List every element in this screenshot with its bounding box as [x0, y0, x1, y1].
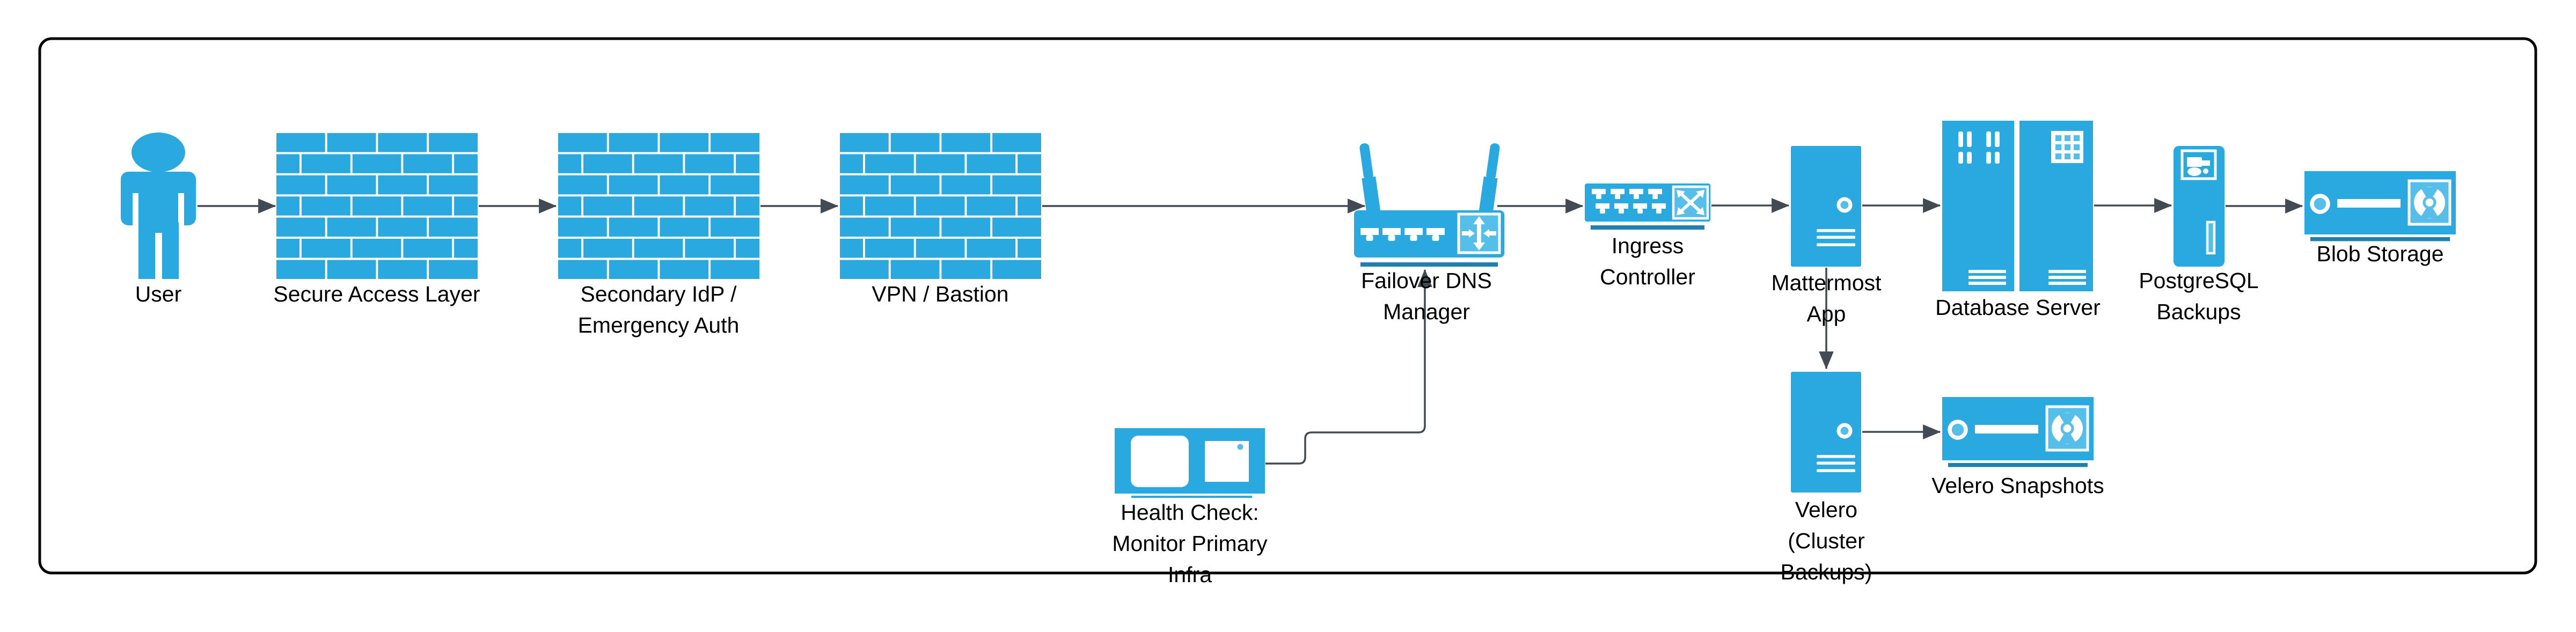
pg-backups-label-line1: PostgreSQL	[2139, 268, 2258, 293]
rack-bottom-lines	[1968, 270, 2086, 285]
edge-health-check-failover-dns	[1265, 269, 1432, 465]
velero-label-line2: (Cluster	[1788, 528, 1865, 553]
person-icon	[121, 133, 196, 279]
ingress-label-line2: Controller	[1600, 264, 1695, 289]
velero-label-line1: Velero	[1795, 497, 1857, 522]
secondary-idp-node: Secondary IdP / Emergency Auth	[558, 133, 759, 337]
tape-storage-icon	[1942, 397, 2094, 467]
server-tower-icon	[1791, 146, 1861, 267]
router-antenna-right	[1478, 143, 1500, 217]
failover-dns-label-line1: Failover DNS	[1361, 268, 1492, 293]
server-rack-icon	[1942, 121, 2093, 291]
vpn-bastion-node: VPN / Bastion	[840, 133, 1041, 306]
edges	[197, 198, 2303, 465]
routing-symbol-icon	[1457, 212, 1501, 254]
diagram-border	[38, 37, 2537, 575]
mattermost-node: Mattermost App	[1771, 146, 1882, 326]
secure-access-node: Secure Access Layer	[273, 133, 480, 306]
velero-node: Velero (Cluster Backups)	[1781, 372, 1872, 584]
switching-symbol-icon	[1672, 185, 1709, 220]
router-antenna-left	[1359, 143, 1381, 217]
router-base-bar	[1360, 262, 1498, 267]
secure-access-label: Secure Access Layer	[273, 282, 480, 306]
health-check-label-line3: Infra	[1168, 562, 1212, 587]
switch-ports	[1592, 189, 1666, 214]
database-node: Database Server	[1935, 121, 2101, 320]
firewall-icon	[558, 133, 759, 279]
network-switch-icon	[1585, 183, 1710, 230]
health-check-node: Health Check: Monitor Primary Infra	[1112, 428, 1268, 587]
pg-backups-node: PostgreSQL Backups	[2139, 146, 2259, 324]
monitor-base-bar	[1131, 496, 1252, 498]
router-ports	[1360, 228, 1445, 241]
mattermost-label-line1: Mattermost	[1771, 270, 1882, 295]
velero-snapshots-node: Velero Snapshots	[1931, 397, 2104, 498]
blob-storage-label: Blob Storage	[2316, 241, 2443, 266]
database-label: Database Server	[1935, 295, 2101, 320]
firewall-icon	[276, 133, 478, 279]
tape-storage-icon	[2304, 171, 2456, 241]
backup-server-icon	[2174, 146, 2224, 267]
failover-dns-label-line2: Manager	[1383, 299, 1470, 324]
rack-grid-panel	[2051, 131, 2083, 163]
health-check-label-line2: Monitor Primary	[1112, 531, 1268, 556]
server-tower-icon	[1791, 372, 1861, 493]
firewall-icon	[840, 133, 1041, 279]
blob-storage-node: Blob Storage	[2304, 171, 2456, 266]
mattermost-label-line2: App	[1807, 302, 1846, 326]
monitor-icon	[1115, 428, 1265, 498]
velero-snapshots-label: Velero Snapshots	[1931, 473, 2104, 498]
wireless-router-icon	[1354, 143, 1504, 267]
health-check-label-line1: Health Check:	[1121, 500, 1259, 525]
user-node: User	[121, 133, 196, 306]
switch-base-bar	[1591, 225, 1704, 230]
ingress-node: Ingress Controller	[1585, 183, 1710, 289]
failover-dns-node: Failover DNS Manager	[1354, 143, 1504, 324]
user-label: User	[135, 282, 182, 306]
ingress-label-line1: Ingress	[1612, 233, 1684, 258]
secondary-idp-label-line2: Emergency Auth	[578, 313, 740, 337]
vpn-bastion-label: VPN / Bastion	[872, 282, 1008, 306]
rack-vents	[1958, 131, 2000, 164]
pg-backups-label-line2: Backups	[2156, 299, 2241, 324]
secondary-idp-label-line1: Secondary IdP /	[581, 282, 737, 306]
velero-label-line3: Backups)	[1781, 560, 1872, 584]
